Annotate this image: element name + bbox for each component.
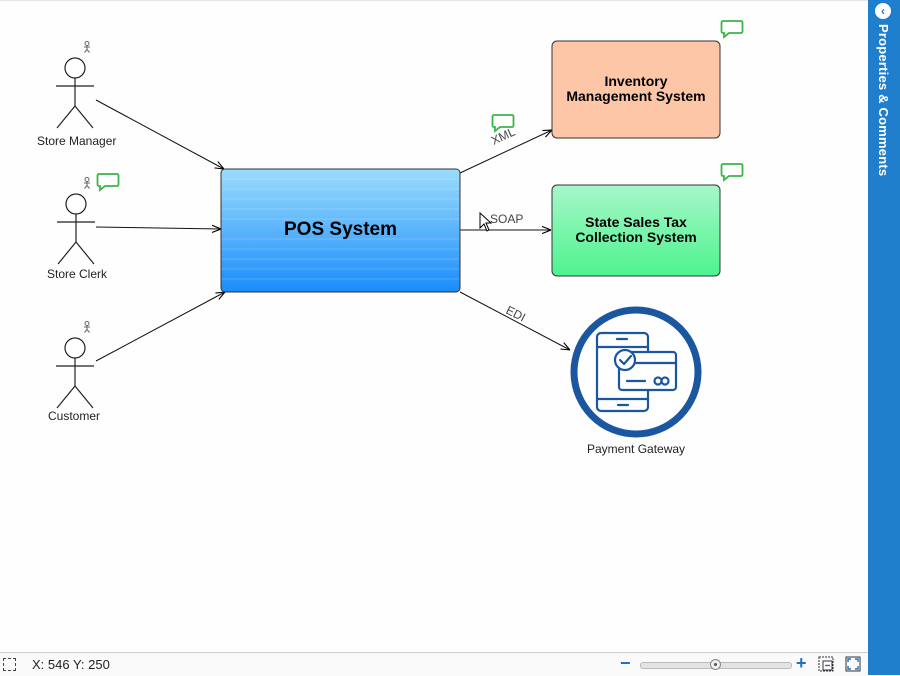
tax-label: State Sales Tax Collection System: [552, 206, 720, 254]
inventory-node[interactable]: [551, 40, 721, 139]
diagram-canvas[interactable]: Store Manager Store Clerk Customer POS S…: [0, 0, 868, 653]
actor-store-clerk[interactable]: [56, 193, 96, 265]
fit-screen-icon[interactable]: [845, 656, 861, 672]
connector-label-soap: SOAP: [490, 212, 524, 226]
connectors: [95, 99, 570, 362]
actor-customer[interactable]: [55, 337, 95, 409]
collapse-panel-icon[interactable]: ‹: [875, 3, 891, 19]
comment-icon[interactable]: [96, 173, 120, 191]
mini-actor-icon: [83, 321, 91, 333]
actor-label-store-manager: Store Manager: [37, 134, 117, 148]
zoom-slider[interactable]: [640, 659, 792, 670]
mouse-cursor-icon: [479, 212, 493, 232]
pos-stripes: [222, 178, 459, 280]
tax-label-line1: State Sales Tax: [585, 214, 687, 230]
mini-actor-icon: [83, 177, 91, 189]
comment-icon[interactable]: [720, 20, 744, 38]
mini-actor-icon: [83, 41, 91, 53]
inventory-label: Inventory Management System: [552, 65, 720, 113]
inventory-label-line1: Inventory: [604, 73, 668, 89]
phone-card-icon: [595, 331, 678, 413]
zoom-in-button[interactable]: +: [796, 653, 807, 673]
tax-label-line2: Collection System: [575, 229, 697, 245]
payment-gateway-label: Payment Gateway: [587, 442, 686, 456]
actor-store-manager[interactable]: [55, 57, 95, 129]
connector-pos-payment[interactable]: [459, 291, 570, 350]
zoom-slider-thumb[interactable]: [710, 659, 721, 670]
cursor-coordinates: X: 546 Y: 250: [32, 657, 110, 672]
zoom-out-button[interactable]: −: [620, 653, 631, 673]
connector-pos-inventory[interactable]: [459, 130, 552, 174]
status-bar: X: 546 Y: 250 − +: [0, 652, 868, 676]
connector-store-manager-pos[interactable]: [95, 99, 224, 169]
panel-title: Properties & Comments: [876, 24, 891, 177]
diagram-svg: [55, 20, 744, 438]
pos-system-label: POS System: [284, 218, 397, 240]
tax-node[interactable]: [551, 184, 721, 277]
comment-icon[interactable]: [720, 163, 744, 181]
fit-page-icon[interactable]: [3, 658, 16, 671]
connector-store-clerk-pos[interactable]: [95, 227, 221, 229]
inventory-label-line2: Management System: [566, 88, 706, 104]
payment-gateway-node[interactable]: [570, 306, 702, 438]
pos-system-node[interactable]: [220, 168, 461, 293]
connector-customer-pos[interactable]: [95, 292, 225, 362]
actor-label-store-clerk: Store Clerk: [47, 267, 108, 281]
fit-width-icon[interactable]: [818, 656, 834, 672]
actor-label-customer: Customer: [48, 409, 101, 423]
properties-comments-panel[interactable]: ‹ Properties & Comments: [868, 0, 900, 675]
